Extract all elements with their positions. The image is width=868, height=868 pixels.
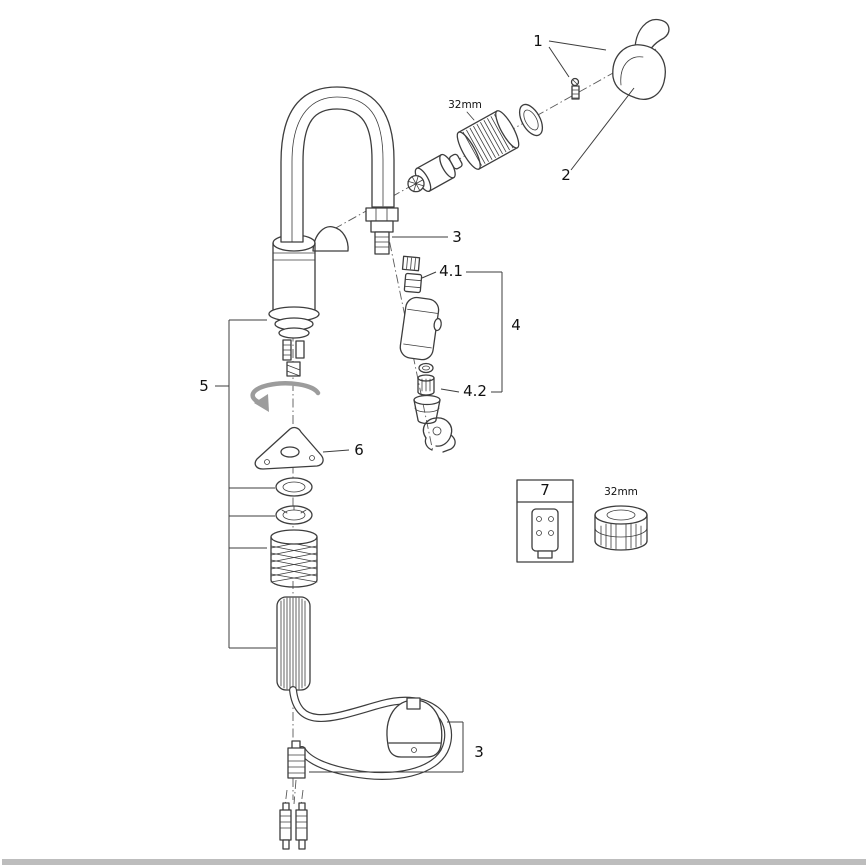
threaded-collar xyxy=(270,529,318,588)
label-part6: 6 xyxy=(322,441,364,459)
socket-size-label: 32mm xyxy=(604,486,638,498)
base-rings xyxy=(268,306,320,339)
part4-2-label: 4.2 xyxy=(463,382,487,400)
check-valve xyxy=(401,255,421,272)
part2-label: 2 xyxy=(561,166,571,184)
part1-label: 1 xyxy=(533,32,543,50)
part4-label: 4 xyxy=(511,316,521,334)
retainer-clip xyxy=(422,417,456,453)
retaining-ring xyxy=(518,103,544,137)
gooseneck-spout xyxy=(280,86,395,243)
bottom-edge-bar xyxy=(2,859,866,865)
bracket-part3-bottom: 3 xyxy=(309,721,484,773)
mousseur-parts-4-2 xyxy=(413,362,441,425)
label-part1: 1 xyxy=(533,32,607,78)
part6-label: 6 xyxy=(354,441,364,459)
size-32mm-label: 32mm xyxy=(448,99,482,111)
rotation-arrow xyxy=(250,381,321,412)
spray-head xyxy=(399,296,442,361)
hose-weight xyxy=(386,697,443,758)
part3-top-label: 3 xyxy=(452,228,462,246)
cartridge-32mm xyxy=(456,110,520,170)
threaded-studs xyxy=(282,339,305,377)
faucet-body xyxy=(272,226,349,317)
lever-handle xyxy=(612,18,670,100)
ribbed-shank xyxy=(276,596,311,691)
part4-1-label: 4.1 xyxy=(439,262,463,280)
mounting-triangle-part6 xyxy=(254,426,324,470)
label-part2: 2 xyxy=(561,87,635,184)
socket-32mm xyxy=(594,505,648,551)
bracket-part5: 5 xyxy=(199,319,276,649)
cartridge-stem xyxy=(407,153,463,193)
handle-screw xyxy=(570,77,580,100)
service-kit-inset: 7 32mm xyxy=(516,479,648,563)
service-tool xyxy=(531,508,559,559)
wave-washer xyxy=(275,505,313,525)
bracket-part4: 4.1 4.2 4 xyxy=(421,262,521,400)
part3-bottom-label: 3 xyxy=(474,743,484,761)
label-part3-top: 3 xyxy=(392,228,462,246)
hose-end-fitting xyxy=(287,740,306,779)
bottom-hose-connectors xyxy=(279,802,308,850)
part5-label: 5 xyxy=(199,377,209,395)
coupling-4-1 xyxy=(403,272,423,294)
cartridge-size-label: 32mm xyxy=(448,99,482,121)
part7-label: 7 xyxy=(540,481,550,499)
spout-outlet-coupling xyxy=(365,207,399,255)
flat-washer xyxy=(275,477,313,497)
